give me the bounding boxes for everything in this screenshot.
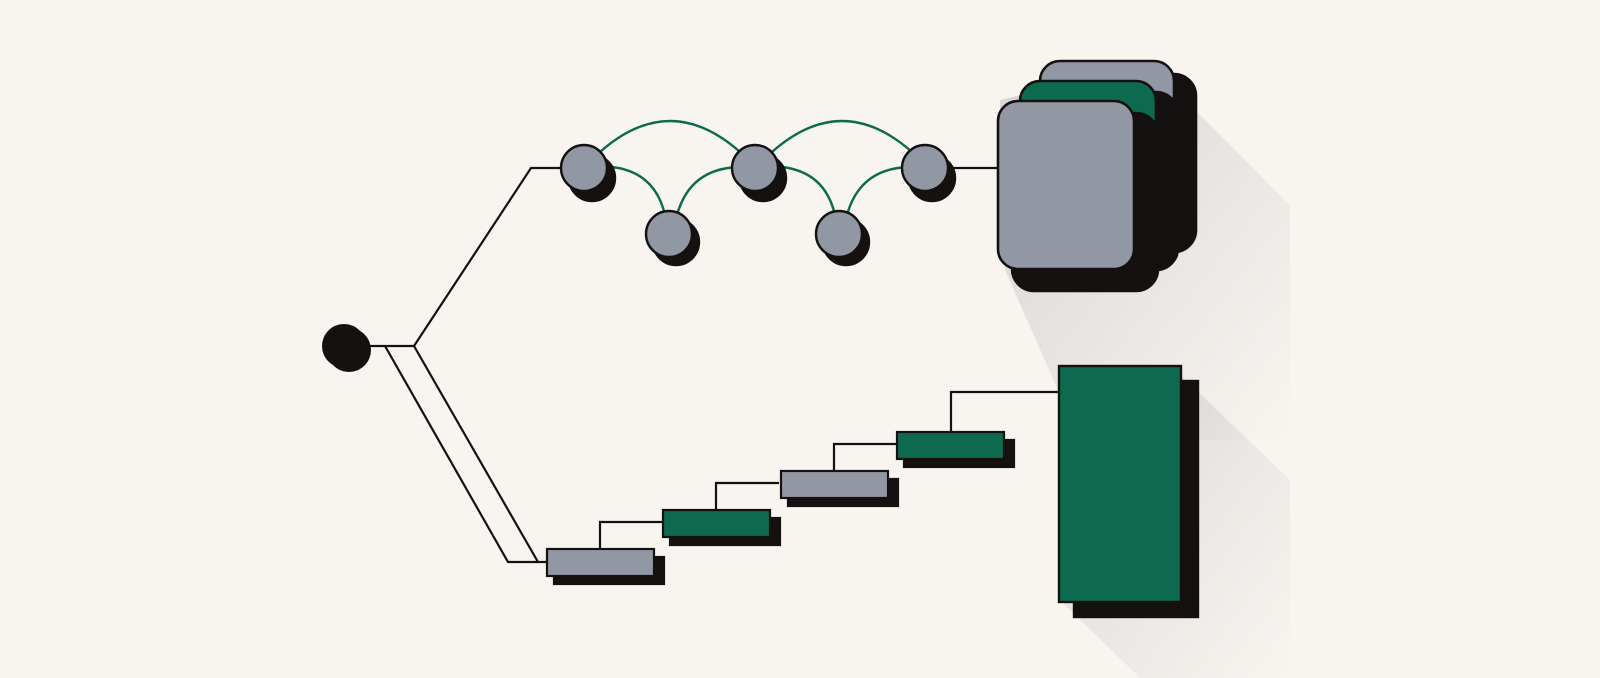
circle-chain [559,143,957,267]
step-connector-4 [949,390,1059,432]
connector-lines [365,166,1059,564]
upper-branch-line [413,166,561,347]
bar-staircase [545,430,1016,586]
stair-bar-2 [661,508,782,547]
arc-low-1 [611,165,667,216]
stacked-cards [996,59,1198,293]
lower-branch-outer-line [384,345,547,564]
step-connector-3 [832,442,897,471]
tall-block-face [1057,364,1183,604]
chain-node-top-3 [900,143,957,203]
chain-node-bottom-1 [644,209,701,267]
chain-node-top-2 [730,143,788,203]
chain-node-top-1 [559,143,617,203]
chain-node-bottom-2 [814,209,871,267]
arc-low-2 [675,165,741,216]
step-connector-2 [714,481,779,510]
card-front [996,99,1136,271]
tall-block [1057,364,1200,619]
step-connector-1 [598,520,663,549]
arc-low-3 [781,165,837,216]
arc-low-4 [845,165,911,216]
chain-arcs [599,119,913,216]
stair-bar-1 [545,547,666,586]
root-node [322,324,371,372]
stair-bar-3 [779,469,900,508]
arc-top-1 [599,119,741,153]
lower-branch-inner-line [413,345,539,563]
stair-bar-4 [895,430,1016,469]
arc-top-2 [771,119,913,153]
